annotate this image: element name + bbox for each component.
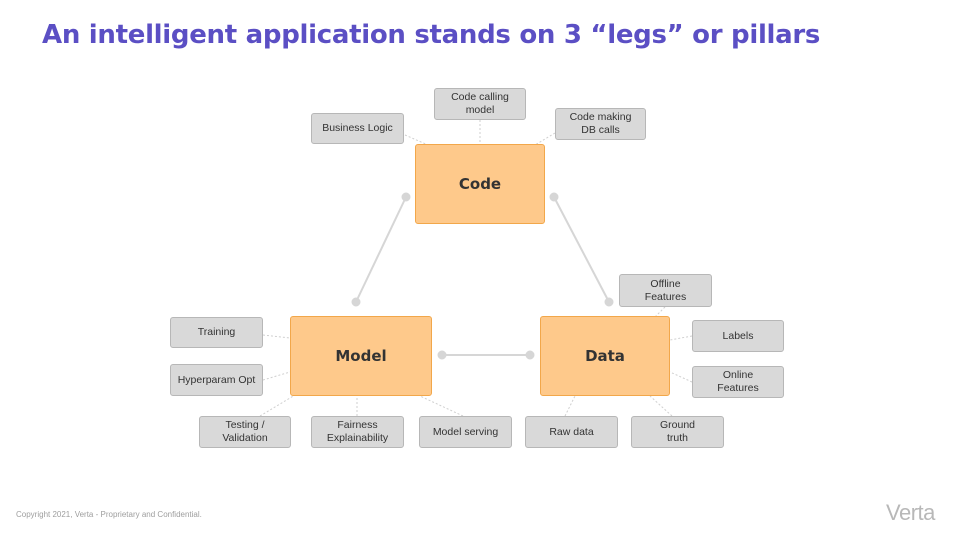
code-calling-model-chip: Code calling model	[434, 88, 526, 120]
data-pillar: Data	[540, 316, 670, 396]
verta-logo: Verta	[886, 500, 935, 525]
training-chip: Training	[170, 317, 263, 348]
pillar-connectors	[351, 192, 614, 360]
slide-title: An intelligent application stands on 3 “…	[42, 20, 821, 50]
model-serving-chip: Model serving	[419, 416, 512, 448]
hyperparam-opt-chip: Hyperparam Opt	[170, 364, 263, 396]
offline-features-chip: Offline Features	[619, 274, 712, 307]
raw-data-chip: Raw data	[525, 416, 618, 448]
code-model-connector	[355, 196, 407, 303]
business-logic-chip: Business Logic	[311, 113, 404, 144]
model-pillar: Model	[290, 316, 432, 396]
code-making-db-calls-chip: Code making DB calls	[555, 108, 646, 140]
code-pillar-label: Code	[458, 175, 502, 193]
testing-validation-chip: Testing / Validation	[199, 416, 291, 448]
ground-truth-chip: Ground truth	[631, 416, 724, 448]
online-features-chip: Online Features	[692, 366, 784, 398]
labels-chip: Labels	[692, 320, 784, 352]
code-data-connector	[553, 196, 610, 303]
leader-lines	[259, 120, 693, 417]
copyright-footer: Copyright 2021, Verta - Proprietary and …	[16, 510, 202, 519]
data-pillar-label: Data	[585, 347, 625, 365]
fairness-explainability-chip: Fairness Explainability	[311, 416, 404, 448]
code-pillar: Code	[415, 144, 545, 224]
model-pillar-label: Model	[335, 347, 387, 365]
